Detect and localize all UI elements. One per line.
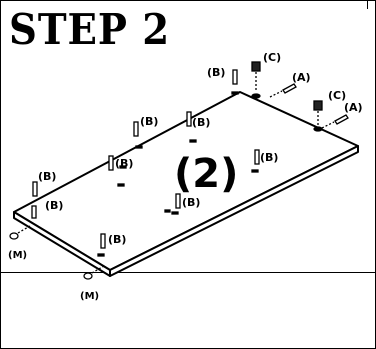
dowels-b	[31, 69, 260, 257]
bolt-icon	[321, 114, 349, 129]
label-c: (C)	[263, 51, 281, 64]
label-m: (M)	[80, 291, 99, 302]
label-b: (B)	[140, 115, 158, 128]
cam-lock-icon	[313, 100, 323, 132]
connector-icon	[9, 232, 19, 240]
cam-lock-icon	[251, 61, 261, 99]
dowel-icon	[164, 193, 181, 215]
label-b: (B)	[260, 151, 278, 164]
cam-lock-c	[251, 61, 323, 132]
board-panel	[13, 91, 359, 277]
dowel-icon	[231, 69, 239, 95]
dowel-icon	[97, 233, 106, 257]
panel-number: (2)	[174, 151, 238, 197]
connector-icon	[83, 272, 93, 280]
label-a: (A)	[344, 101, 363, 114]
bolt-icon	[269, 83, 297, 98]
connector-m	[9, 225, 105, 280]
dowel-icon	[31, 181, 38, 219]
label-b: (B)	[108, 233, 126, 246]
label-b: (B)	[207, 66, 225, 79]
part-labels: (B) (C) (A) (C) (A) (B) (B) (B) (B) (B) …	[8, 51, 363, 302]
label-b: (B)	[115, 157, 133, 170]
label-a: (A)	[292, 71, 311, 84]
dowel-icon	[251, 149, 260, 173]
label-m: (M)	[8, 250, 27, 261]
label-b: (B)	[192, 116, 210, 129]
label-b: (B)	[38, 170, 56, 183]
dowel-icon	[186, 111, 197, 143]
label-b: (B)	[182, 196, 200, 209]
label-b: (B)	[45, 199, 63, 212]
cam-bolt-a	[269, 83, 349, 129]
top-border	[1, 1, 368, 9]
step-title: STEP 2	[9, 5, 171, 54]
section-divider	[1, 272, 375, 273]
label-c: (C)	[328, 89, 346, 102]
dowel-icon	[133, 121, 143, 149]
dowel-icon	[108, 155, 127, 187]
